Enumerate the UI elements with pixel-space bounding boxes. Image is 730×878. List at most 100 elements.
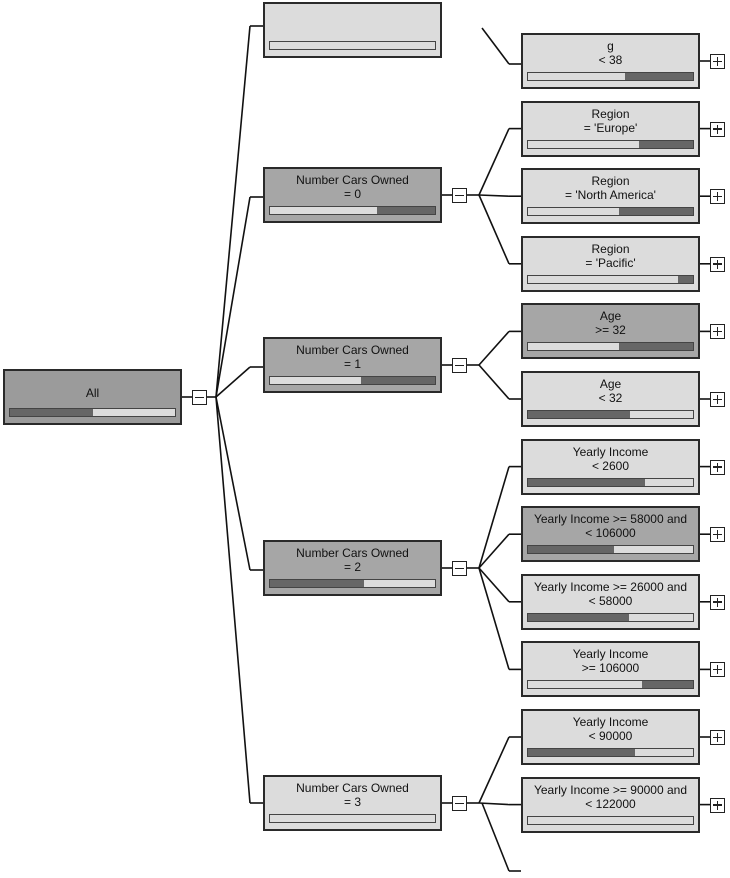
node-age-ge-32[interactable]: Age >= 32	[521, 303, 700, 360]
node-age-lt-32[interactable]: Age < 32	[521, 371, 700, 427]
plus-toggle-icon[interactable]	[710, 121, 725, 137]
bar-segment-primary	[270, 815, 435, 822]
node-label: Yearly Income >= 26000 and < 58000	[533, 579, 687, 608]
plus-toggle-icon[interactable]	[710, 392, 725, 407]
connector-line	[478, 194, 510, 265]
bar-segment-primary	[528, 411, 631, 418]
bar-segment-primary	[270, 207, 378, 214]
connector-line	[215, 196, 251, 398]
toggle-bar-vertical	[716, 733, 718, 742]
distribution-bar	[269, 579, 436, 588]
toggle-bar-vertical	[716, 259, 718, 269]
bar-segment-secondary	[377, 207, 435, 214]
node-label: Number Cars Owned = 0	[296, 173, 409, 201]
connector-line	[481, 802, 510, 872]
toggle-bar-vertical	[716, 530, 718, 540]
minus-toggle-icon[interactable]	[452, 796, 467, 811]
toggle-bar-vertical	[716, 192, 718, 202]
bar-segment-primary	[528, 681, 642, 689]
distribution-bar	[527, 815, 694, 825]
node-income-58k-106k[interactable]: Yearly Income >= 58000 and < 106000	[521, 506, 700, 563]
bar-segment-primary	[528, 816, 693, 824]
node-label: Number Cars Owned = 2	[296, 546, 409, 574]
toggle-bar-vertical	[716, 462, 718, 472]
bar-segment-primary	[528, 208, 619, 216]
bar-segment-primary	[528, 546, 614, 554]
node-cars-0[interactable]: Number Cars Owned = 0	[263, 167, 442, 223]
bar-segment-primary	[270, 580, 365, 587]
node-income-lt-2600[interactable]: Yearly Income < 2600	[521, 438, 700, 495]
distribution-bar	[269, 376, 436, 385]
node-label: Number Cars Owned = 3	[296, 781, 409, 809]
connector-line	[215, 25, 251, 398]
toggle-bar-vertical	[716, 665, 718, 675]
connector-line	[478, 736, 510, 804]
bar-segment-secondary	[92, 409, 175, 416]
bar-segment-primary	[528, 478, 646, 486]
bar-segment-secondary	[618, 343, 693, 351]
bar-segment-secondary	[625, 73, 693, 80]
bar-segment-secondary	[360, 377, 435, 384]
plus-toggle-icon[interactable]	[710, 54, 725, 69]
distribution-bar	[9, 408, 176, 417]
node-label: Age >= 32	[595, 309, 626, 338]
node-partial-top[interactable]	[263, 2, 442, 58]
minus-toggle-icon[interactable]	[452, 188, 467, 203]
toggle-bar-horizontal	[455, 194, 464, 196]
plus-toggle-icon[interactable]	[710, 189, 725, 205]
node-label: Number Cars Owned = 1	[296, 343, 409, 371]
minus-toggle-icon[interactable]	[192, 390, 207, 405]
minus-toggle-icon[interactable]	[452, 358, 467, 373]
plus-toggle-icon[interactable]	[710, 662, 725, 678]
bar-segment-primary	[528, 613, 629, 621]
distribution-bar	[269, 814, 436, 823]
distribution-bar	[527, 612, 694, 622]
bar-segment-secondary	[630, 411, 693, 418]
node-label: Yearly Income < 2600	[572, 444, 649, 473]
toggle-bar-horizontal	[455, 802, 464, 804]
node-label: Region = 'Pacific'	[585, 241, 636, 270]
node-age-lt-38[interactable]: g < 38	[521, 33, 700, 89]
node-cars-1[interactable]: Number Cars Owned = 1	[263, 337, 442, 393]
plus-toggle-icon[interactable]	[710, 256, 725, 272]
minus-toggle-icon[interactable]	[452, 561, 467, 576]
plus-toggle-icon[interactable]	[710, 797, 725, 813]
bar-segment-secondary	[678, 275, 693, 283]
distribution-bar	[527, 207, 694, 217]
connector-line	[478, 194, 510, 197]
plus-toggle-icon[interactable]	[710, 527, 725, 543]
distribution-bar	[527, 72, 694, 81]
plus-toggle-icon[interactable]	[710, 459, 725, 475]
toggle-bar-vertical	[716, 800, 718, 810]
bar-segment-secondary	[618, 208, 693, 216]
connector-line	[215, 366, 251, 398]
toggle-bar-vertical	[716, 57, 718, 66]
bar-segment-primary	[528, 749, 636, 756]
toggle-bar-horizontal	[195, 396, 204, 398]
node-root-all[interactable]: All	[3, 369, 182, 425]
node-label: Yearly Income >= 106000	[572, 647, 649, 676]
plus-toggle-icon[interactable]	[710, 324, 725, 340]
node-region-pacific[interactable]: Region = 'Pacific'	[521, 235, 700, 292]
bar-segment-secondary	[635, 749, 693, 756]
bar-segment-secondary	[638, 140, 693, 148]
bar-segment-primary	[528, 73, 626, 80]
node-cars-2[interactable]: Number Cars Owned = 2	[263, 540, 442, 596]
bar-segment-primary	[528, 275, 679, 283]
plus-toggle-icon[interactable]	[710, 730, 725, 745]
node-region-na[interactable]: Region = 'North America'	[521, 168, 700, 225]
node-income-26k-58k[interactable]: Yearly Income >= 26000 and < 58000	[521, 573, 700, 630]
plus-toggle-icon[interactable]	[710, 594, 725, 610]
node-income-ge-106k[interactable]: Yearly Income >= 106000	[521, 641, 700, 698]
node-income-lt-90k[interactable]: Yearly Income < 90000	[521, 709, 700, 765]
bar-segment-primary	[270, 42, 435, 49]
node-region-europe[interactable]: Region = 'Europe'	[521, 100, 700, 157]
distribution-bar	[527, 477, 694, 487]
bar-segment-secondary	[364, 580, 435, 587]
node-income-90k-122k[interactable]: Yearly Income >= 90000 and < 122000	[521, 776, 700, 833]
distribution-bar	[269, 206, 436, 215]
distribution-bar	[527, 748, 694, 757]
connector-line	[478, 533, 510, 569]
node-label: All	[85, 386, 100, 400]
node-cars-3[interactable]: Number Cars Owned = 3	[263, 775, 442, 831]
